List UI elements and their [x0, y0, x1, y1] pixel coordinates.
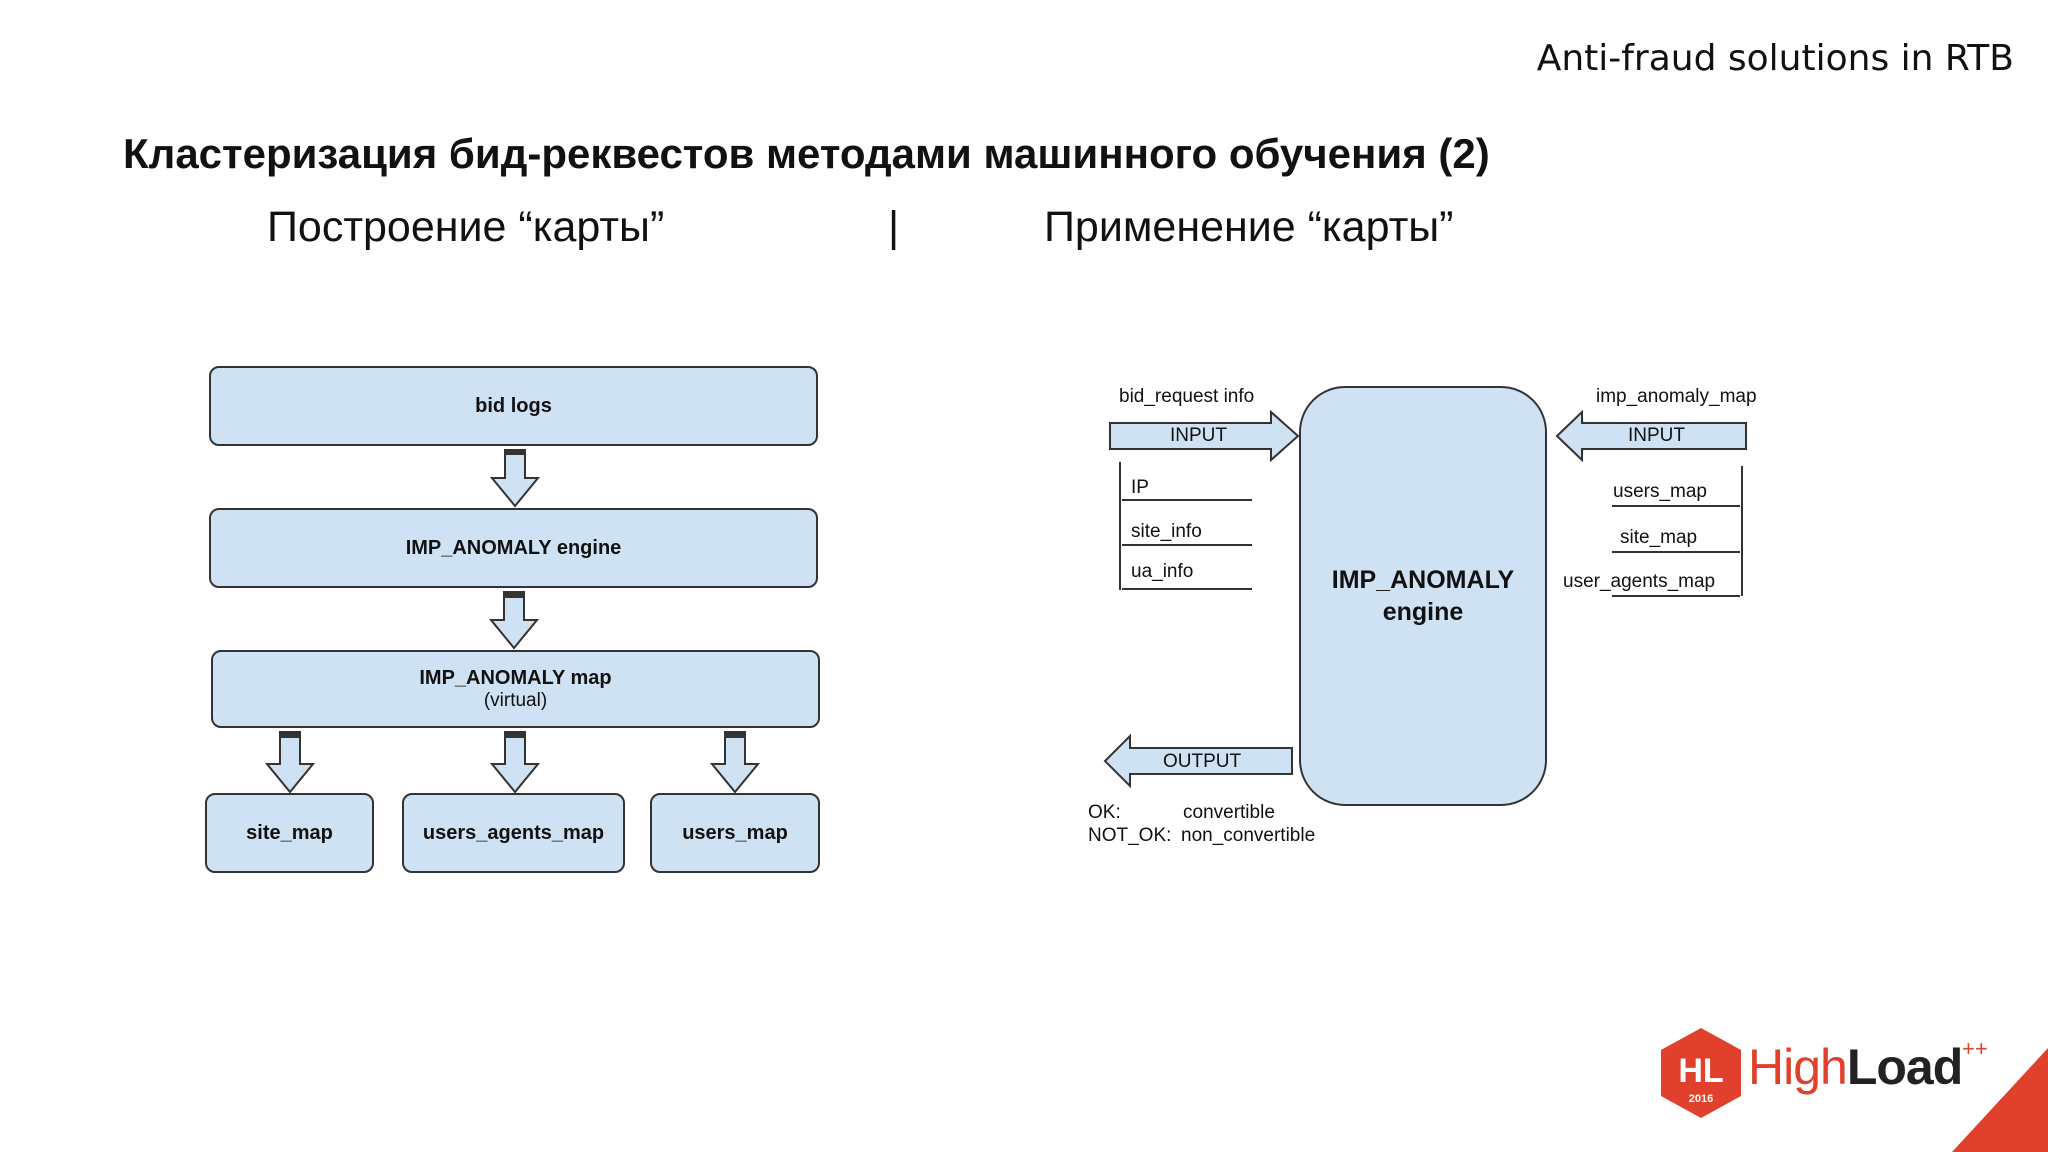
down-arrow-map-sitemap	[264, 731, 316, 794]
not-ok-key: NOT_OK:	[1088, 825, 1172, 846]
subtitle-apply-map: Применение “карты”	[1044, 203, 1454, 251]
field-site-info: site_info	[1131, 521, 1202, 542]
corner-decoration	[1952, 1048, 2048, 1152]
site-map-box: site_map	[205, 793, 374, 873]
site-map-label: site_map	[246, 821, 333, 844]
imp-anomaly-engine-label: IMP_ANOMALY engine	[405, 536, 622, 559]
field-users-map: users_map	[1613, 481, 1707, 502]
input-arrow-left-label: INPUT	[1170, 425, 1227, 446]
highload-logo-text: HighLoad	[1748, 1038, 1963, 1096]
users-map-box: users_map	[650, 793, 820, 873]
imp-anomaly-map-sublabel: (virtual)	[483, 689, 548, 711]
users-agents-map-box: users_agents_map	[402, 793, 625, 873]
down-arrow-engine-map	[488, 591, 540, 650]
bid-request-info-label: bid_request info	[1119, 386, 1255, 407]
down-arrow-bidlogs-engine	[489, 449, 541, 508]
imp-anomaly-engine-box: IMP_ANOMALY engine	[209, 508, 818, 588]
down-arrow-map-useragents	[489, 731, 541, 794]
logo-text-load: Load	[1846, 1039, 1963, 1095]
bid-logs-label: bid logs	[475, 394, 552, 417]
imp-anomaly-engine-block: IMP_ANOMALY engine	[1299, 386, 1547, 806]
users-map-label: users_map	[682, 821, 788, 844]
users-agents-map-label: users_agents_map	[422, 821, 605, 844]
ok-key: OK:	[1088, 802, 1121, 823]
field-site-map: site_map	[1620, 527, 1698, 548]
imp-anomaly-map-box: IMP_ANOMALY map (virtual)	[211, 650, 820, 728]
field-user-agents-map: user_agents_map	[1563, 571, 1716, 592]
logo-plus: ++	[1962, 1036, 1988, 1061]
logo-text-high: High	[1748, 1039, 1848, 1095]
not-ok-value: non_convertible	[1181, 825, 1316, 846]
slide-header-tag: Anti-fraud solutions in RTB	[1536, 38, 2014, 79]
input-arrow-left	[1109, 409, 1300, 463]
slide-title: Кластеризация бид-реквестов методами маш…	[123, 130, 1490, 177]
output-arrow	[1103, 733, 1293, 789]
imp-anomaly-map-input-label: imp_anomaly_map	[1596, 386, 1757, 407]
imp-anomaly-map-label: IMP_ANOMALY map	[419, 666, 612, 689]
logo-badge-year: 2016	[1689, 1093, 1713, 1105]
output-arrow-label: OUTPUT	[1163, 751, 1242, 772]
subtitle-separator: |	[888, 203, 900, 251]
down-arrow-map-usersmap	[709, 731, 761, 794]
field-ip: IP	[1131, 477, 1149, 498]
input-arrow-right	[1555, 409, 1747, 463]
logo-badge-text: HL	[1678, 1052, 1723, 1090]
bid-logs-box: bid logs	[209, 366, 818, 446]
subtitle-build-map: Построение “карты”	[267, 203, 665, 251]
engine-name-line2: engine	[1382, 598, 1464, 626]
input-arrow-right-label: INPUT	[1628, 425, 1685, 446]
field-ua-info: ua_info	[1131, 561, 1194, 582]
ok-value: convertible	[1183, 802, 1275, 823]
highload-logo-badge: HL 2016	[1661, 1028, 1741, 1118]
engine-name-line1: IMP_ANOMALY	[1331, 566, 1515, 594]
